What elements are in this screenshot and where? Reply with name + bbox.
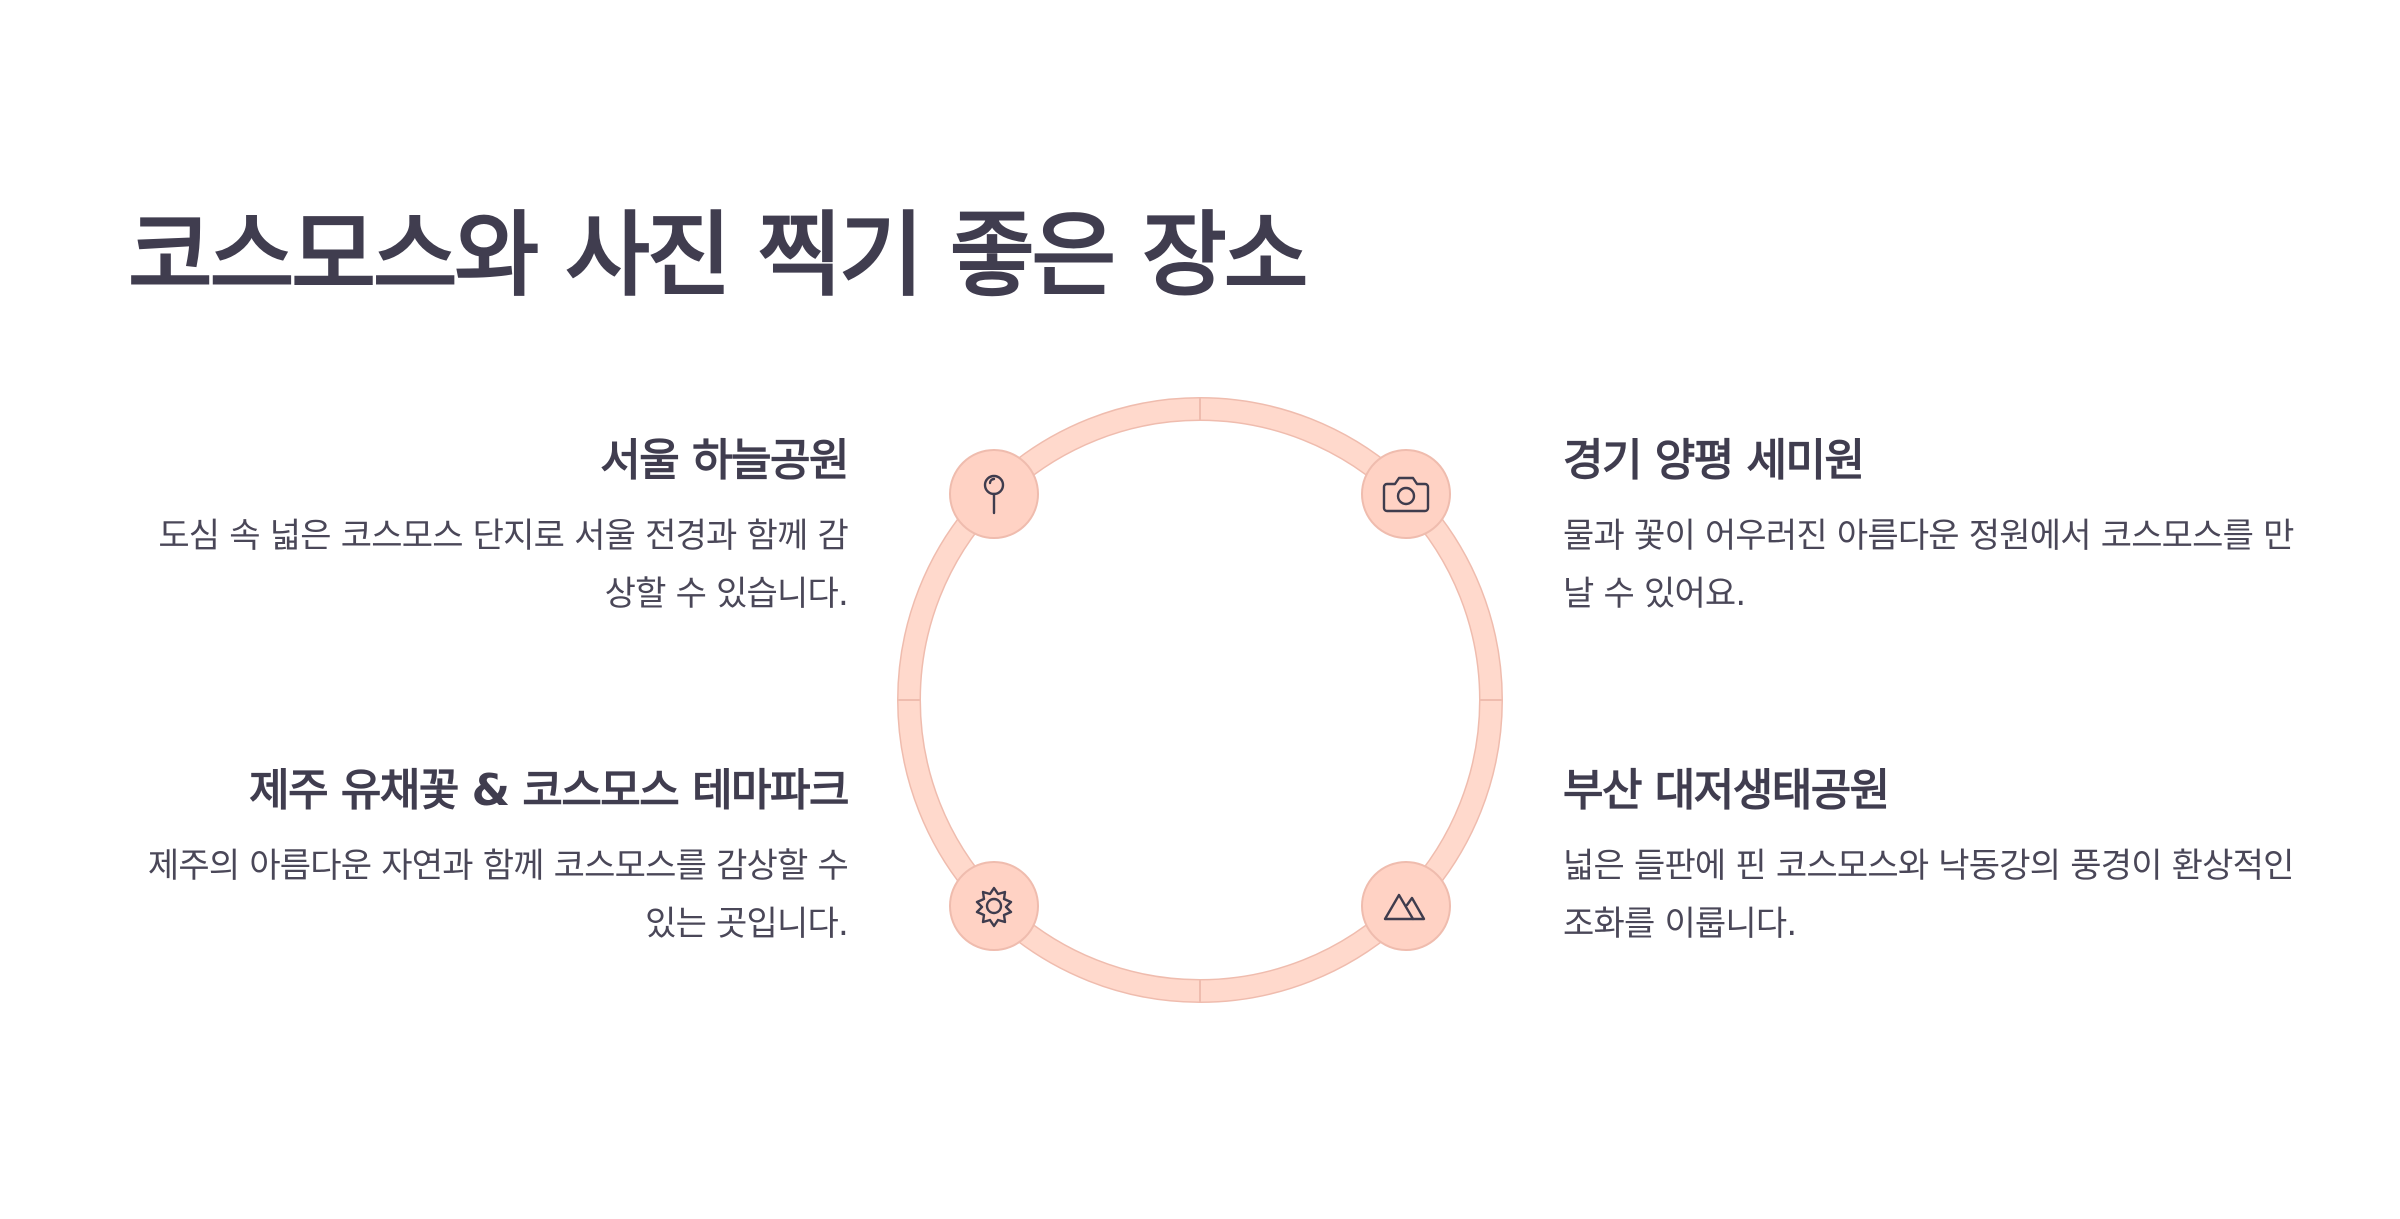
cycle-diagram <box>880 380 1520 1020</box>
location-item-busan: 부산 대저생태공원 넓은 들판에 핀 코스모스와 낙동강의 풍경이 환상적인 조… <box>1563 762 2294 953</box>
cycle-diagram-svg <box>897 397 1503 1003</box>
node-yangpyeong <box>1361 449 1451 539</box>
location-item-yangpyeong: 경기 양평 세미원 물과 꽃이 어우러진 아름다운 정원에서 코스모스를 만날 … <box>1563 432 2294 623</box>
node-jeju <box>949 861 1039 951</box>
node-busan <box>1361 861 1451 951</box>
page-title: 코스모스와 사진 찍기 좋은 장소 <box>128 202 1308 309</box>
camera-icon <box>1382 476 1430 513</box>
mountain-icon <box>1383 893 1426 921</box>
location-description-busan: 넓은 들판에 핀 코스모스와 낙동강의 풍경이 환상적인 조화를 이룹니다. <box>1563 846 2294 945</box>
location-heading-jeju: 제주 유채꽃 & 코스모스 테마파크 <box>249 765 849 816</box>
map-pin-icon <box>983 474 1005 515</box>
ring-separators <box>897 397 1503 1003</box>
node-circle-jeju <box>949 861 1039 951</box>
location-heading-busan: 부산 대저생태공원 <box>1563 765 1890 816</box>
location-item-seoul: 서울 하늘공원 도심 속 넓은 코스모스 단지로 서울 전경과 함께 감상할 수… <box>128 432 849 623</box>
node-seoul <box>949 449 1039 539</box>
node-circle-yangpyeong <box>1361 449 1451 539</box>
sun-icon <box>975 886 1013 928</box>
location-description-yangpyeong: 물과 꽃이 어우러진 아름다운 정원에서 코스모스를 만날 수 있어요. <box>1563 516 2294 615</box>
location-description-jeju: 제주의 아름다운 자연과 함께 코스모스를 감상할 수 있는 곳입니다. <box>147 846 849 945</box>
location-item-jeju: 제주 유채꽃 & 코스모스 테마파크 제주의 아름다운 자연과 함께 코스모스를… <box>128 762 850 953</box>
location-heading-yangpyeong: 경기 양평 세미원 <box>1563 435 1865 486</box>
location-description-seoul: 도심 속 넓은 코스모스 단지로 서울 전경과 함께 감상할 수 있습니다. <box>158 516 848 615</box>
location-heading-seoul: 서울 하늘공원 <box>600 435 849 486</box>
